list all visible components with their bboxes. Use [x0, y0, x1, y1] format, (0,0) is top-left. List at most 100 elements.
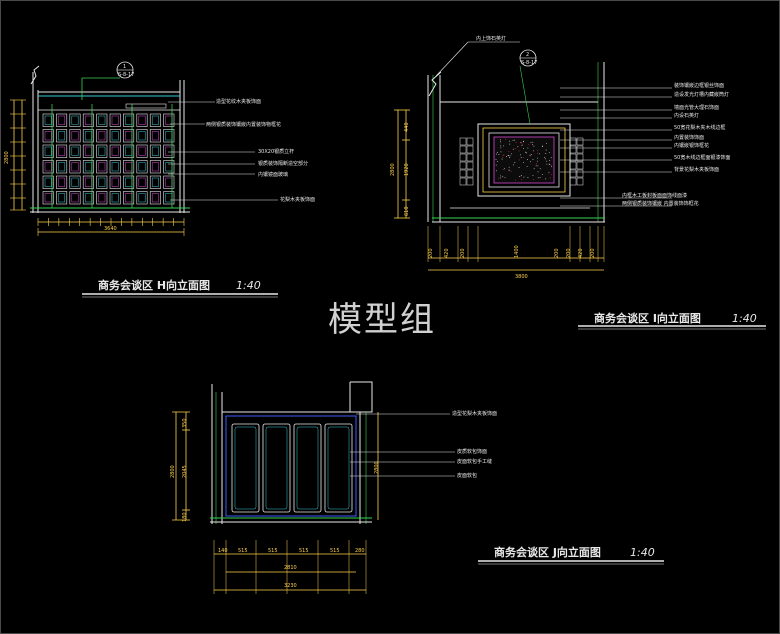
h-lattice-inner	[71, 162, 79, 172]
h-lattice-cell	[136, 129, 148, 143]
i-bottom-dim-label: 200	[590, 248, 596, 258]
h-lattice-cell	[42, 129, 54, 143]
i-speckle-dot	[536, 149, 538, 151]
j-height-2: 2045	[182, 465, 188, 478]
j-inner-dim: 2810	[284, 565, 297, 571]
i-speckle-dot	[525, 151, 527, 153]
i-lattice-cell	[576, 153, 584, 162]
i-speckle-dot	[537, 157, 538, 159]
h-lattice-inner	[138, 193, 146, 203]
j-panel-inner	[265, 426, 288, 510]
i-left-lattice	[459, 137, 474, 186]
i-speckle-dot	[514, 161, 516, 163]
i-speckle-dot	[533, 168, 535, 170]
i-speckle-dot	[533, 145, 535, 147]
h-height-dim: 2800	[4, 151, 10, 164]
i-speckle-dot	[512, 139, 514, 141]
h-lattice-cell	[69, 191, 81, 205]
h-lattice-inner	[165, 131, 173, 141]
h-lattice-inner	[84, 177, 92, 187]
h-lattice-cell	[42, 144, 54, 158]
h-lattice-cell	[96, 191, 108, 205]
h-lattice-inner	[151, 131, 159, 141]
j-panel-inner	[327, 426, 350, 510]
h-lattice-cell	[149, 191, 161, 205]
i-speckle-dot	[500, 145, 502, 147]
h-lattice-inner	[151, 162, 159, 172]
h-lattice-cell	[109, 129, 121, 143]
h-lattice-inner	[151, 115, 159, 125]
h-lattice-inner	[84, 146, 92, 156]
h-lattice-inner	[151, 193, 159, 203]
i-speckle-dot	[508, 150, 510, 152]
h-lattice-cell	[136, 175, 148, 189]
i-marker-num: 2	[526, 52, 529, 58]
h-lattice-inner	[98, 131, 106, 141]
h-lattice-inner	[111, 146, 119, 156]
i-speckle-dot	[537, 165, 539, 167]
h-lattice-cell	[82, 144, 94, 158]
h-lattice-inner	[58, 162, 66, 172]
h-lattice-inner	[125, 162, 133, 172]
i-speckle-dot	[508, 154, 509, 156]
i-height-2: 1920	[404, 163, 410, 176]
i-note: 造设发光灯槽内藏嵌筒灯	[674, 91, 729, 98]
h-note-2: 两侧银质装饰镶嵌内置装饰物框花	[206, 121, 281, 128]
i-lattice-cell	[459, 137, 467, 146]
i-speckle-dot	[495, 159, 497, 160]
h-lattice-cell	[136, 191, 148, 205]
h-left-dimension-ticks	[10, 99, 26, 211]
h-lattice-cell	[69, 160, 81, 174]
i-lattice-cell	[466, 137, 474, 146]
i-note: 装饰镶嵌边框银丝饰面	[674, 82, 724, 89]
h-lattice-cell	[163, 191, 175, 205]
h-lattice-inner	[58, 115, 66, 125]
h-lattice-cell	[136, 160, 148, 174]
i-speckle-dot	[521, 145, 523, 147]
h-lattice-inner	[84, 115, 92, 125]
i-speckle-dot	[537, 177, 539, 179]
i-lattice-cell	[459, 169, 467, 178]
i-speckle-dot	[536, 163, 537, 165]
i-bottom-dim-label: 200	[460, 248, 466, 258]
j-note-2: 皮质软包饰面	[457, 448, 487, 455]
i-speckle-dot	[500, 177, 501, 179]
h-lattice-inner	[44, 162, 52, 172]
h-lattice-cell	[109, 191, 121, 205]
i-lattice-cell	[576, 161, 584, 170]
h-lattice-cell	[123, 160, 135, 174]
j-bottom-dim-label: 515	[238, 548, 248, 554]
j-upholstery-panels	[231, 423, 353, 513]
i-speckle-dot	[503, 154, 505, 156]
i-speckle-dot	[539, 168, 541, 170]
i-speckle-dot	[530, 142, 532, 144]
h-lattice-inner	[98, 146, 106, 156]
i-speckle-dot	[521, 143, 523, 145]
i-speckle-dot	[495, 153, 497, 155]
i-speckle-dot	[520, 141, 522, 143]
h-lattice-inner	[44, 131, 52, 141]
i-speckle-dot	[543, 157, 545, 158]
i-speckle-dot	[549, 177, 551, 179]
h-note-1: 造型花纹木夹板饰面	[216, 98, 261, 105]
i-speckle-dot	[518, 150, 520, 152]
i-note: 50宽花梨木夹木线边框	[674, 124, 725, 131]
h-lattice-inner	[138, 131, 146, 141]
h-lattice-inner	[125, 177, 133, 187]
i-speckle-dot	[509, 143, 511, 145]
i-speckle-dot	[500, 139, 502, 141]
h-lattice-inner	[125, 146, 133, 156]
h-lattice-cell	[42, 175, 54, 189]
h-lattice-inner	[151, 177, 159, 187]
i-speckle-dot	[508, 166, 510, 168]
j-bottom-dim-label: 140	[218, 548, 228, 554]
j-bottom-dim-label: 515	[330, 548, 340, 554]
h-lattice-inner	[71, 177, 79, 187]
i-bottom-dim-label: 200	[554, 248, 560, 258]
i-speckle-dot	[504, 168, 506, 170]
h-lattice-cell	[123, 144, 135, 158]
i-speckle-dot	[508, 169, 510, 171]
i-lattice-cell	[466, 169, 474, 178]
